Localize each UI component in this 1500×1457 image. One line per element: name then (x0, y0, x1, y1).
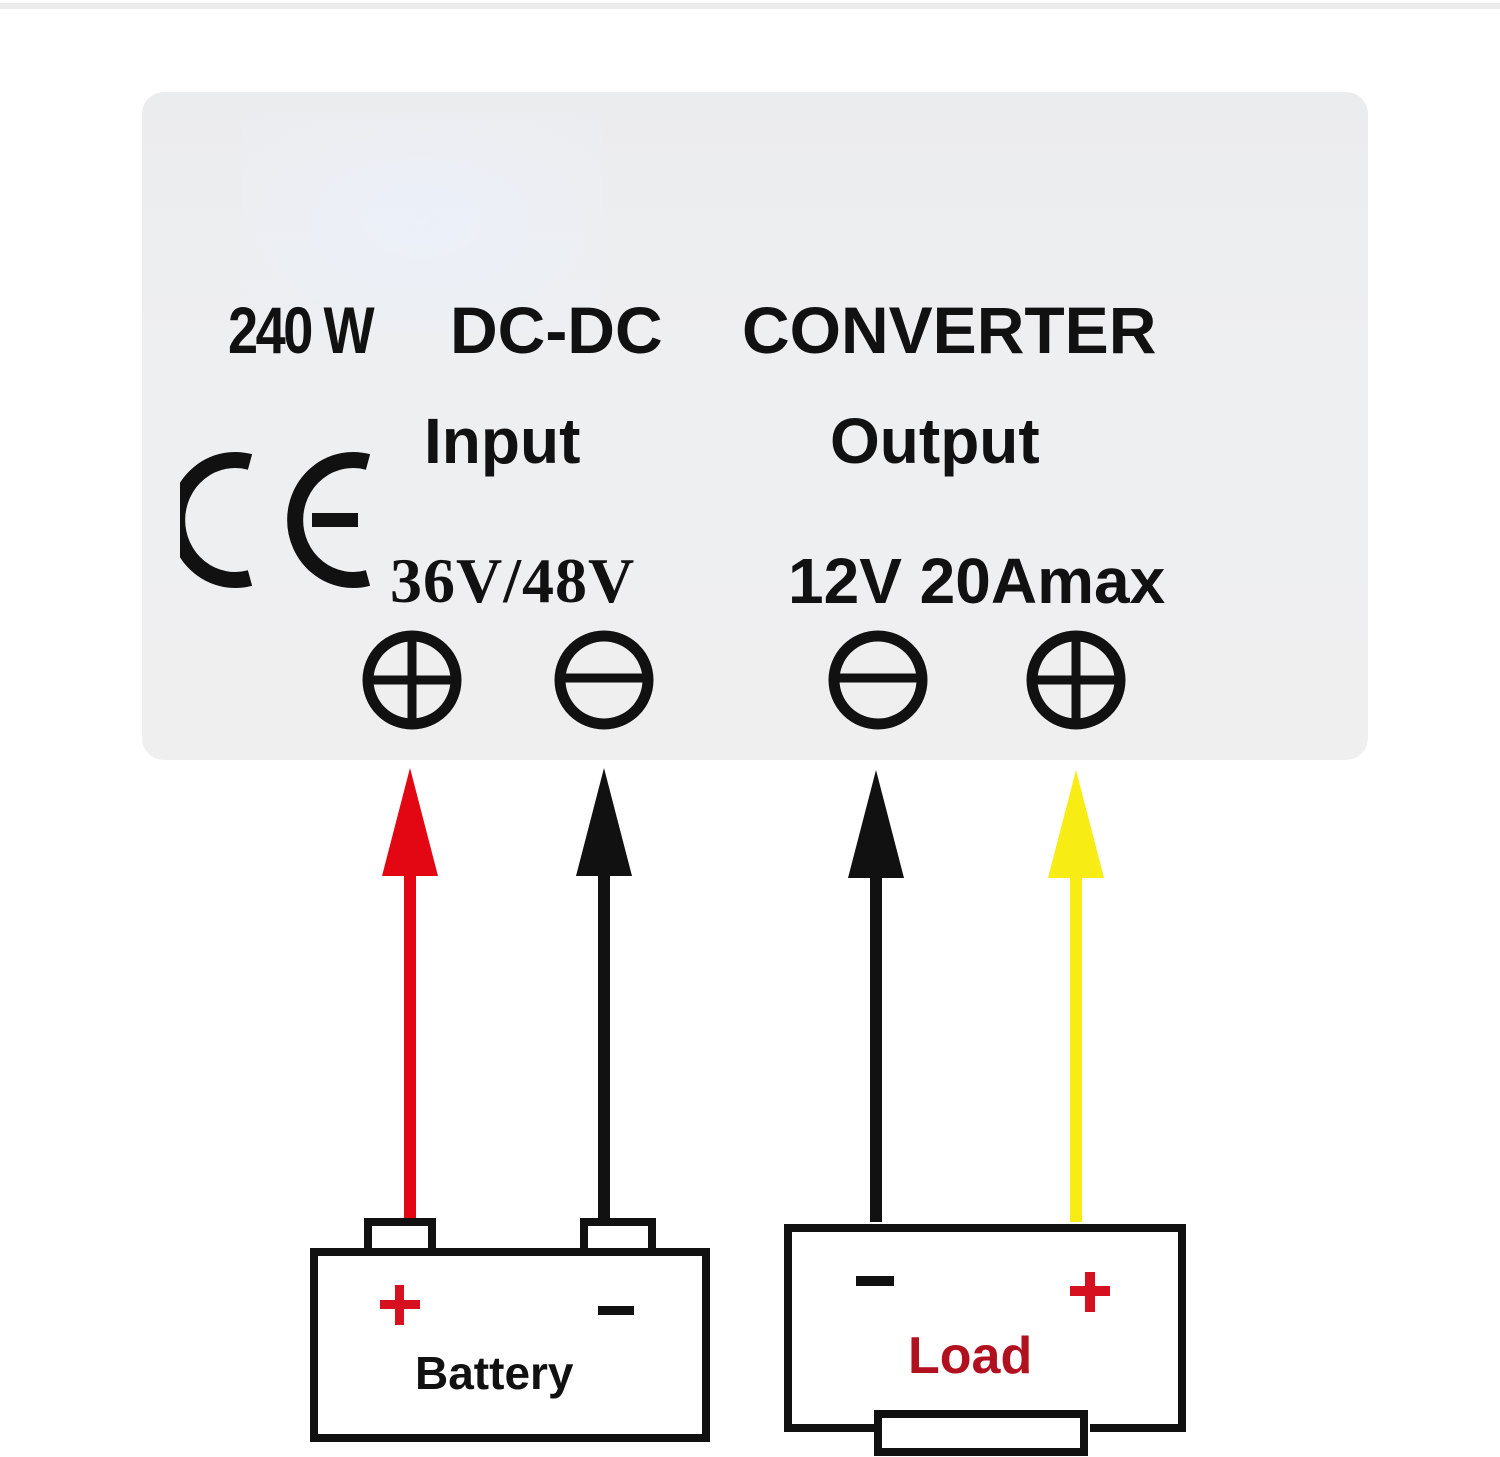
output-rating: 12V 20Amax (788, 545, 1166, 617)
output-negative-terminal-icon (828, 630, 928, 730)
load-plus-sign (1070, 1272, 1110, 1312)
load-minus-sign (856, 1276, 894, 1286)
ce-mark-icon (180, 452, 371, 588)
title-type: DC-DC (450, 293, 663, 367)
load-icon (784, 1224, 1186, 1456)
wire-load-positive (1048, 770, 1104, 1222)
load-resistor-icon (874, 1410, 1088, 1456)
wire-battery-positive (382, 768, 438, 1222)
battery-plus-sign (380, 1285, 420, 1325)
wire-load-negative (848, 770, 904, 1222)
battery-icon (310, 1218, 710, 1442)
output-label: Output (830, 405, 1040, 477)
battery-minus-sign (598, 1306, 634, 1315)
title-converter: CONVERTER (742, 293, 1157, 367)
output-positive-terminal-icon (1026, 630, 1126, 730)
wiring (382, 768, 1104, 1222)
input-positive-terminal-icon (362, 630, 462, 730)
input-negative-terminal-icon (554, 630, 654, 730)
battery-label: Battery (415, 1347, 574, 1399)
panel-highlight (242, 112, 602, 332)
input-voltage: 36V/48V (390, 545, 636, 616)
load-label: Load (908, 1327, 1033, 1385)
title-power: 240 W (228, 293, 375, 367)
wire-battery-negative (576, 768, 632, 1222)
input-label: Input (424, 405, 581, 477)
converter-label-panel (142, 92, 1368, 760)
top-divider (0, 3, 1500, 9)
